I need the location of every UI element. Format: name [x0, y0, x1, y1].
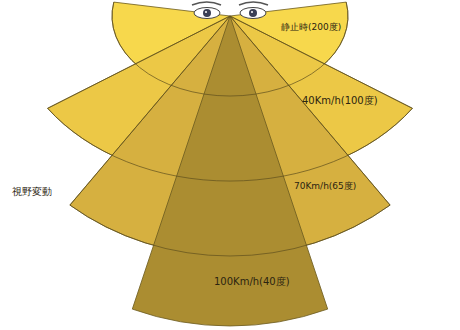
- eye: [240, 8, 266, 19]
- fan-edges: [48, 16, 413, 205]
- speed-label: 40Km/h(100度): [302, 95, 378, 107]
- arc-100: [48, 108, 413, 181]
- arc-65: [70, 205, 390, 256]
- speed-label: 100Km/h(40度): [214, 276, 290, 288]
- side-label: 視野変動: [12, 186, 52, 198]
- eye-highlight: [205, 11, 207, 13]
- eyebrow: [192, 2, 221, 5]
- fan-outlines: [48, 2, 413, 256]
- speed-label: 静止時(200度): [281, 21, 341, 33]
- speed-label: 70Km/h(65度): [294, 180, 356, 192]
- eyebrow: [239, 2, 268, 5]
- iris: [249, 9, 257, 17]
- eye: [194, 8, 220, 19]
- iris: [203, 9, 211, 17]
- fan-40: [132, 16, 327, 326]
- eye-highlight: [251, 11, 253, 13]
- eyes: [192, 2, 268, 19]
